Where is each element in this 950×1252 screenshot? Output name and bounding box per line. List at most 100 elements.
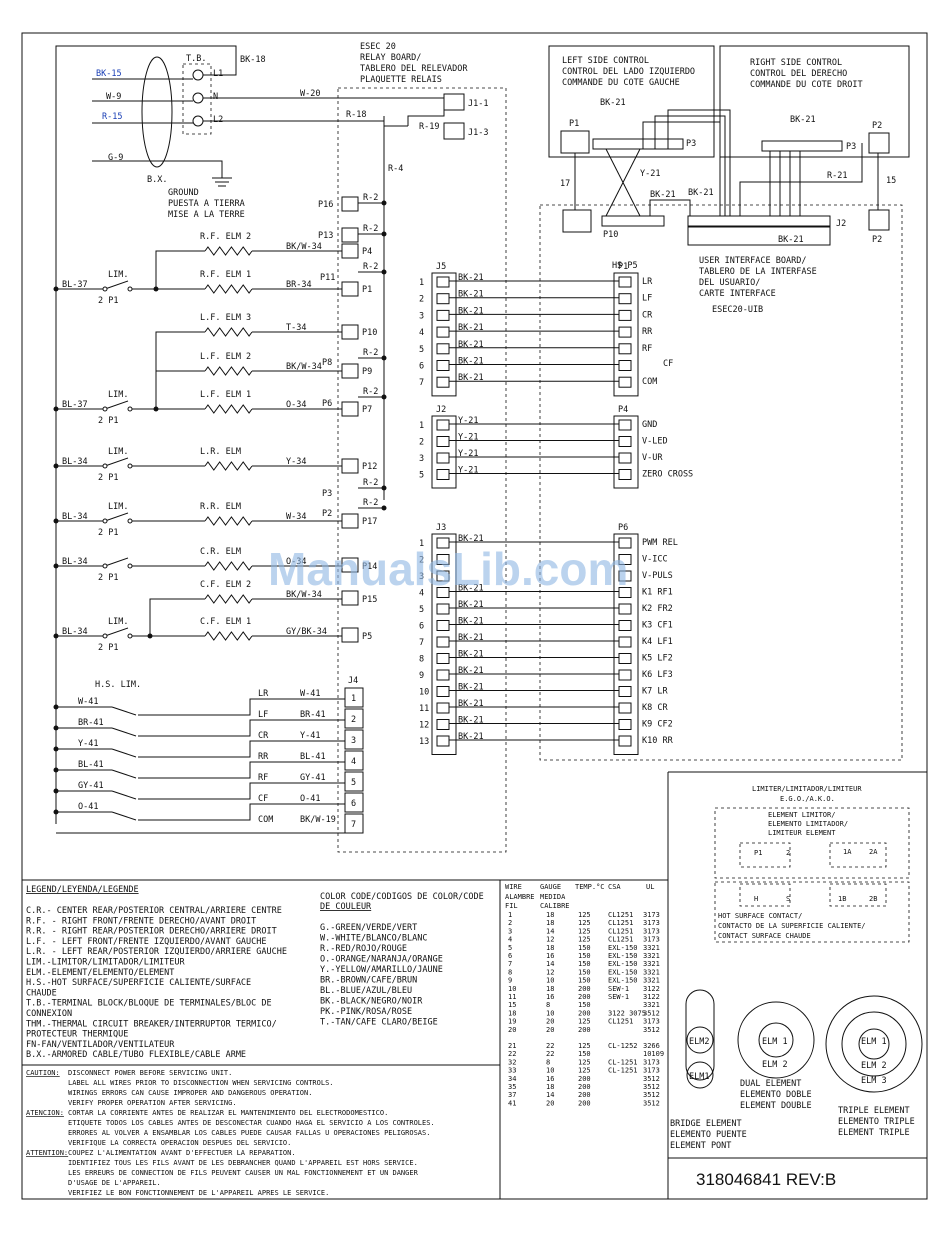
limiter-label: LIM. xyxy=(108,447,128,457)
wire-table-cell: 3321 xyxy=(643,1001,660,1009)
j5-wire-label: BK-21 xyxy=(458,357,484,367)
wire-table-cell: 3173 xyxy=(643,927,660,935)
element-pin-label: P9 xyxy=(362,367,372,377)
hs-code: RR xyxy=(258,752,269,762)
j2-p-label: P4 xyxy=(618,405,628,415)
legend-line: PROTECTEUR THERMIQUE xyxy=(26,1030,128,1040)
j3-pin xyxy=(436,686,450,697)
wire-table-cell: 18 xyxy=(546,1083,554,1091)
relay-pin-label: P6 xyxy=(322,399,332,409)
limiter-wire-label: BL-34 xyxy=(62,512,88,522)
legend-line: FN-FAN/VENTILADOR/VENTILATEUR xyxy=(26,1040,175,1050)
element-wire-label: BK/W-34 xyxy=(286,242,322,252)
legend-title: LEGEND/LEYENDA/LEGENDE xyxy=(26,885,139,895)
color-line: R.-RED/ROJO/ROUGE xyxy=(320,944,407,954)
wire-table-header: GAUGE xyxy=(540,883,561,891)
limiter-label: LIM. xyxy=(108,390,128,400)
r2-label: R-2 xyxy=(363,224,378,234)
j5-label: J5 xyxy=(436,262,446,272)
j5-pin xyxy=(618,376,632,388)
left-bk21-label: BK-21 xyxy=(600,98,626,108)
element-wire-label: BK/W-34 xyxy=(286,362,322,372)
j2-wire-label: Y-21 xyxy=(458,449,478,459)
j3-pin xyxy=(618,537,632,549)
legend-line: THM.-THERMAL CIRCUIT BREAKER/INTERRUPTOR… xyxy=(26,1019,277,1029)
color-title-2: DE COULEUR xyxy=(320,902,372,912)
bk21-left-run-2 xyxy=(654,115,726,216)
wire-table-cell: 3173 xyxy=(643,1058,660,1066)
j5-pin xyxy=(618,360,632,371)
j5-signal: LF xyxy=(642,294,652,304)
limiter-contact xyxy=(127,563,133,569)
relay-board-title-3: TABLERO DEL RELEVADOR xyxy=(360,64,468,74)
j5-wire-label: BK-21 xyxy=(458,273,484,283)
element-pin-label: P10 xyxy=(362,328,377,338)
wire-table-header: TEMP.°C xyxy=(575,883,605,891)
element-limiter-2: ELEMENTO LIMITADOR/ xyxy=(768,820,848,828)
j4-pin xyxy=(344,792,364,813)
wire-table-cell: 125 xyxy=(578,1067,591,1075)
armored-cable xyxy=(141,56,173,168)
legend-line: H.S.-HOT SURFACE/SUPERFICIE CALIENTE/SUR… xyxy=(26,978,251,988)
uib-title-2: TABLERO DE LA INTERFASE xyxy=(699,267,817,277)
element-name: C.R. ELM xyxy=(200,547,241,557)
junction-dot xyxy=(381,485,387,491)
wire-table-cell: 5 xyxy=(508,944,512,952)
bk18-wire xyxy=(55,45,237,635)
element-resistor xyxy=(204,284,253,294)
j5-pin xyxy=(436,276,450,288)
j3-pin xyxy=(436,620,450,631)
limiter-wire-label: BL-34 xyxy=(62,627,88,637)
wire-table-cell: 200 xyxy=(578,1026,591,1034)
wire-table-cell: 150 xyxy=(578,977,591,985)
right-control-1: RIGHT SIDE CONTROL xyxy=(750,58,842,68)
color-line: T.-TAN/CAFE CLARO/BEIGE xyxy=(320,1018,438,1028)
j2-pin xyxy=(618,452,632,464)
j2-signal: ZERO CROSS xyxy=(642,470,693,480)
limiter-contact xyxy=(127,633,133,639)
limiter-wire-label: BL-34 xyxy=(62,557,88,567)
limiter-switch xyxy=(104,557,129,567)
legend-line: L.R. - LEFT REAR/POSTERIOR IZQUIERDO/ARR… xyxy=(26,947,287,957)
r2-label: R-2 xyxy=(363,193,378,203)
j3-pin xyxy=(436,537,450,549)
j3-wire-label: BK-21 xyxy=(458,600,484,610)
element-resistor xyxy=(204,631,253,641)
wire-table-subheader: FIL xyxy=(505,902,518,910)
j3-pin xyxy=(436,653,450,664)
j4-pin-number: 3 xyxy=(351,736,356,746)
j3-pin xyxy=(436,719,450,730)
wire-table-cell: 2 xyxy=(508,919,512,927)
wire-table-cell: 3122 xyxy=(643,985,660,993)
j4-pin-number: 1 xyxy=(351,694,356,704)
hs-code: CF xyxy=(258,794,268,804)
wire-table-subheader: MEDIDA xyxy=(540,893,566,901)
left-p1-label: P1 xyxy=(569,119,579,129)
limiter-pins: 2 P1 xyxy=(98,296,118,306)
wire-table-cell: 12 xyxy=(546,936,554,944)
element-limiter-3: LIMITEUR ELEMENT xyxy=(768,829,836,837)
uib-j2-connector xyxy=(687,215,831,227)
j4-pin-number: 6 xyxy=(351,799,356,809)
relay-board: ESEC 20 RELAY BOARD/ TABLERO DEL RELEVAD… xyxy=(337,42,507,853)
uib-outline xyxy=(539,204,903,761)
j4-pin xyxy=(344,750,364,771)
wire-table-cell: 3173 xyxy=(643,1018,660,1026)
bk21-mid-link xyxy=(649,199,691,216)
side-controls: LEFT SIDE CONTROL CONTROL DEL LADO IZQUI… xyxy=(539,45,910,761)
caution-heading: ATTENTION: xyxy=(26,1149,68,1157)
relay-pin-label: P13 xyxy=(318,231,333,241)
legend-line: L.F. - LEFT FRONT/FRENTE IZQUIERDO/AVANT… xyxy=(26,937,267,947)
j5-wire-label: BK-21 xyxy=(458,323,484,333)
color-line: Y.-YELLOW/AMARILLO/JAUNE xyxy=(320,965,443,975)
wire-table-cell: 125 xyxy=(578,1018,591,1026)
element-resistor xyxy=(204,594,253,604)
caution-line: COUPEZ L'ALIMENTATION AVANT D'EFFECTUER … xyxy=(68,1149,296,1157)
j3-pin xyxy=(618,570,632,582)
hs-term-h: H xyxy=(754,895,758,903)
j3-pin-number: 12 xyxy=(419,721,429,731)
j5-pin-number: 5 xyxy=(419,345,424,355)
caution-line: DISCONNECT POWER BEFORE SERVICING UNIT. xyxy=(68,1069,232,1077)
